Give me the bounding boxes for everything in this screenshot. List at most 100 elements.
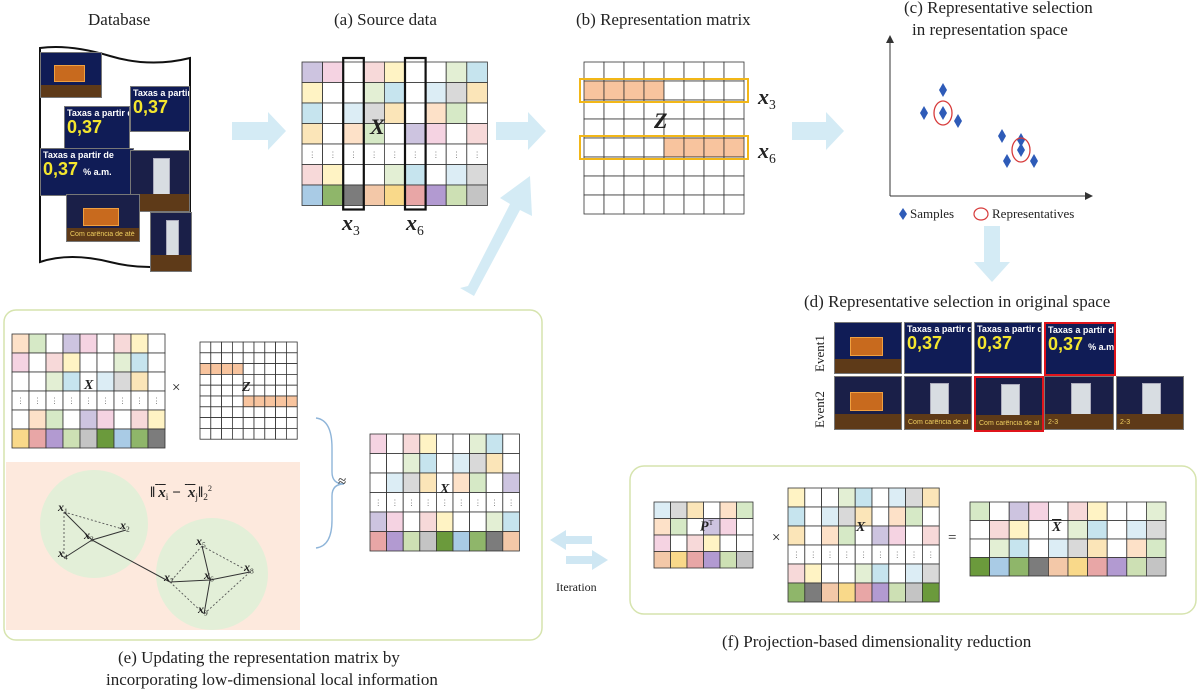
matrix-cell [469,433,487,454]
node-x2: x2 [120,518,130,534]
matrix-cell [1048,557,1069,577]
matrix-cell [113,371,132,392]
matrix-cell [583,175,605,196]
matrix-cell [253,363,266,375]
matrix-cell [888,525,906,546]
matrix-cell [79,333,98,354]
matrix-cell [1067,557,1089,577]
matrix-cell [79,428,98,449]
matrix-cell [221,341,233,354]
arrow-update-to-matrix [460,176,532,296]
matrix-cell [469,453,487,474]
matrix-cell [130,333,149,354]
matrix-cell [485,472,504,493]
matrix-cell [854,563,873,584]
matrix-cell [419,511,437,532]
selected-row-outline [579,135,749,160]
symbol-X-tilde: X [1052,520,1062,535]
matrix-cell [147,428,166,449]
matrix-cell [804,487,822,508]
matrix-cell [425,123,447,145]
matrix-cell [221,406,233,418]
matrix-cell [404,82,427,104]
matrix-cell [821,506,839,527]
matrix-cell [275,395,287,408]
matrix-cell [469,511,487,532]
matrix-ellipsis: ⋮ [432,150,440,159]
selected-row-outline [579,78,749,103]
matrix-cell [804,506,822,527]
event2-label: Event2 [812,391,827,428]
symbol-X-projection: X [856,520,866,535]
arrow-space-to-original [974,226,1010,282]
node-x5: x5 [196,534,206,550]
symbol-P-transpose: PT [700,518,714,535]
matrix-ellipsis: ⋮ [876,551,884,560]
matrix-cell [28,428,47,449]
matrix-cell [221,373,233,386]
matrix-cell [485,453,504,474]
matrix-cell [253,406,266,418]
symbol-X-source: X [370,114,385,139]
source-data-matrix: ⋮⋮⋮⋮⋮⋮⋮⋮⋮ [301,56,488,211]
matrix-cell [285,384,298,397]
norm-formula: ‖ xi − xj‖22 [150,484,212,504]
matrix-cell [301,164,324,186]
matrix-cell [1067,520,1089,540]
matrix-cell [502,433,520,454]
matrix-cell [253,384,266,397]
matrix-cell [28,333,47,354]
matrix-cell [285,352,298,364]
matrix-cell [242,341,255,354]
matrix-cell [322,184,344,206]
matrix-cell [723,80,745,101]
matrix-ellipsis: ⋮ [119,397,127,406]
matrix-cell [905,525,923,546]
matrix-cell [452,531,471,552]
matrix-ellipsis: ⋮ [792,551,800,560]
graph-edge [201,545,211,581]
matrix-cell [485,531,504,552]
matrix-cell [1106,538,1128,558]
matrix-cell [888,563,906,584]
matrix-cell [787,487,806,508]
matrix-cell [363,184,385,206]
matrix-cell [147,409,166,430]
matrix-cell [452,453,471,474]
matrix-cell [603,194,625,215]
sample-point [1017,143,1025,157]
matrix-cell [264,363,276,375]
matrix-cell [322,102,344,124]
matrix-cell [1106,501,1128,521]
matrix-cell [686,551,704,569]
matrix-cell [871,525,890,546]
projection-result-matrix [969,501,1167,577]
label-row-x6: x6 [758,138,776,166]
matrix-cell [583,80,605,101]
matrix-cell [264,373,276,386]
matrix-cell [253,395,266,408]
sample-point [920,106,928,120]
matrix-cell [821,582,839,603]
matrix-cell [435,531,454,552]
matrix-cell [130,352,149,373]
matrix-cell [285,427,298,440]
matrix-cell [643,175,665,196]
matrix-cell [989,538,1010,558]
matrix-cell [264,341,276,354]
matrix-cell [1067,538,1089,558]
matrix-cell [242,363,255,375]
matrix-cell [199,341,212,354]
node-x7: x7 [164,570,174,586]
matrix-cell [683,80,705,101]
matrix-cell [221,352,233,364]
matrix-cell [670,551,688,569]
matrix-cell [838,506,856,527]
matrix-cell [683,194,705,215]
matrix-cell [221,363,233,375]
equals-projection: = [948,530,957,546]
matrix-cell [210,427,223,440]
sample-point [939,106,947,120]
matrix-cell [838,525,856,546]
matrix-ellipsis: ⋮ [374,498,382,507]
